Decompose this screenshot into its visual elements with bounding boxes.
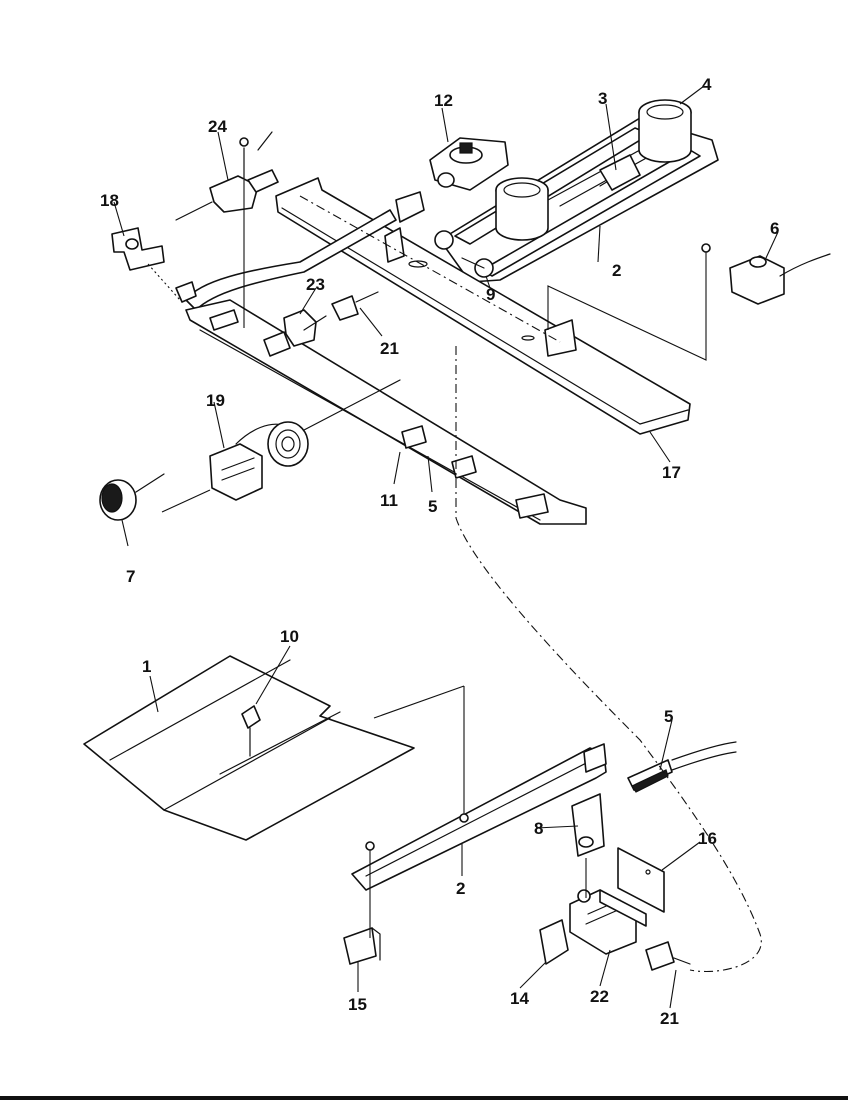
screw [365, 841, 375, 851]
callout-6: 6 [770, 219, 779, 238]
callout-18: 18 [100, 191, 119, 210]
screw [459, 813, 469, 823]
connection-line [299, 195, 561, 343]
callout-3: 3 [598, 89, 607, 108]
callout-7: 7 [126, 567, 135, 586]
bracket-part-14 [539, 919, 569, 965]
callout-11: 11 [380, 491, 398, 510]
valve-part-23 [283, 309, 327, 347]
knob-part-7 [99, 473, 165, 521]
bracket-part-16 [599, 847, 665, 927]
orifice-part-21-lower [645, 941, 691, 971]
bracket-part-18 [111, 227, 165, 271]
connection-line [455, 346, 762, 973]
callout-5-lower: 5 [664, 707, 673, 726]
connection-line [147, 263, 181, 301]
callout-24: 24 [208, 117, 227, 136]
callout-17: 17 [662, 463, 681, 482]
callout-12: 12 [434, 91, 453, 110]
manifold-bracket-part-17 [275, 177, 691, 435]
connection-line [547, 250, 707, 361]
callout-2-upper: 2 [612, 261, 621, 280]
callout-21-lower: 21 [660, 1009, 679, 1028]
callout-8: 8 [534, 819, 543, 838]
callout-leaders [113, 85, 779, 1009]
callout-10: 10 [280, 627, 299, 646]
gas-manifold-pipe-part-11 [175, 191, 587, 525]
callout-14: 14 [510, 989, 529, 1008]
heat-shield-part-1 [83, 655, 415, 841]
callout-16: 16 [698, 829, 717, 848]
valve-part-24 [175, 131, 279, 221]
callout-2-lower: 2 [456, 879, 465, 898]
callout-21-upper: 21 [380, 339, 399, 358]
callout-22: 22 [590, 987, 609, 1006]
bracket-part-15 [343, 927, 381, 965]
valve-head-part-12 [429, 137, 509, 191]
orifice-part-21-upper [331, 291, 379, 321]
callout-4: 4 [702, 75, 712, 94]
lower-burner-tube-part-2 [351, 743, 607, 891]
ignitor-part-5 [627, 741, 737, 793]
top-burner-assembly [434, 99, 719, 283]
ignitor-part-6 [729, 253, 831, 305]
screw [701, 243, 711, 253]
connection-line [373, 685, 465, 820]
callout-5-upper: 5 [428, 497, 437, 516]
callout-1: 1 [142, 657, 151, 676]
thermostat-part-19 [209, 379, 401, 501]
bracket-part-8 [571, 793, 605, 857]
callout-15: 15 [348, 995, 367, 1014]
callout-9: 9 [486, 285, 495, 304]
callout-23: 23 [306, 275, 325, 294]
callout-19: 19 [206, 391, 225, 410]
clip-part-10 [241, 705, 261, 757]
page-bottom-rule [0, 1096, 848, 1100]
